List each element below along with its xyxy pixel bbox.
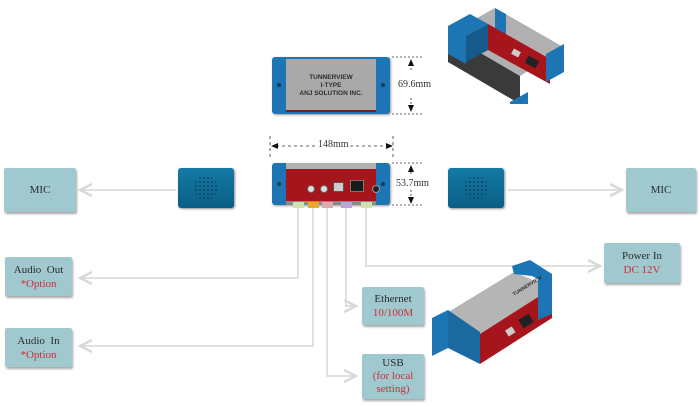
usb-box: USB (for local setting) (362, 354, 424, 399)
device-label-line-2: I-TYPE (320, 82, 342, 89)
ethernet-sub: 10/100M (372, 307, 414, 319)
audio-out-sub: *Option (20, 277, 57, 290)
usb-port-icon (333, 182, 344, 192)
device-3d-view-bottom: TUNNERVIEW (428, 256, 558, 366)
ethernet-box: Ethernet 10/100M (362, 287, 424, 325)
device-label-line-3: ANJ SOLUTION INC. (299, 90, 363, 97)
dim-label-width: 148mm (318, 139, 349, 150)
speaker-grille-icon (194, 176, 218, 200)
mic-right-box: MIC (626, 168, 696, 212)
audio-in-title: Audio In (17, 334, 60, 347)
line-audio-in (80, 207, 314, 346)
audio-in-box: Audio In *Option (5, 328, 72, 367)
line-ethernet (346, 207, 356, 306)
audio-out-title: Audio Out (13, 263, 64, 276)
audio-in-sub: *Option (20, 348, 57, 361)
line-audio-out (80, 207, 299, 278)
mic-unit-left (178, 168, 234, 208)
usb-sub: (for local setting) (372, 370, 414, 395)
mic-left-box: MIC (4, 168, 76, 212)
dimension-width (269, 136, 394, 160)
power-title: Power In (621, 250, 663, 262)
device-3d-view-top (440, 4, 570, 104)
mic-left-title: MIC (29, 184, 51, 196)
power-jack-icon (372, 185, 380, 193)
audio-out-jack-icon (307, 185, 315, 193)
device-top-view: TUNNERVIEW I-TYPE ANJ SOLUTION INC. (272, 57, 390, 114)
line-usb (326, 207, 356, 376)
dim-label-front-height: 53.7mm (396, 178, 430, 189)
ethernet-port-icon (350, 180, 364, 192)
speaker-grille-icon (464, 176, 488, 200)
power-sub: DC 12V (623, 264, 661, 276)
usb-title: USB (382, 357, 404, 369)
ethernet-title: Ethernet (374, 293, 412, 305)
mic-unit-right (448, 168, 504, 208)
audio-in-jack-icon (320, 185, 328, 193)
power-box: Power In DC 12V (604, 243, 680, 283)
device-front-view (272, 163, 390, 208)
device-label-line-1: TUNNERVIEW (309, 74, 353, 81)
dim-label-top-height: 69.6mm (398, 79, 432, 90)
audio-out-box: Audio Out *Option (5, 257, 72, 296)
mic-right-title: MIC (650, 184, 672, 196)
